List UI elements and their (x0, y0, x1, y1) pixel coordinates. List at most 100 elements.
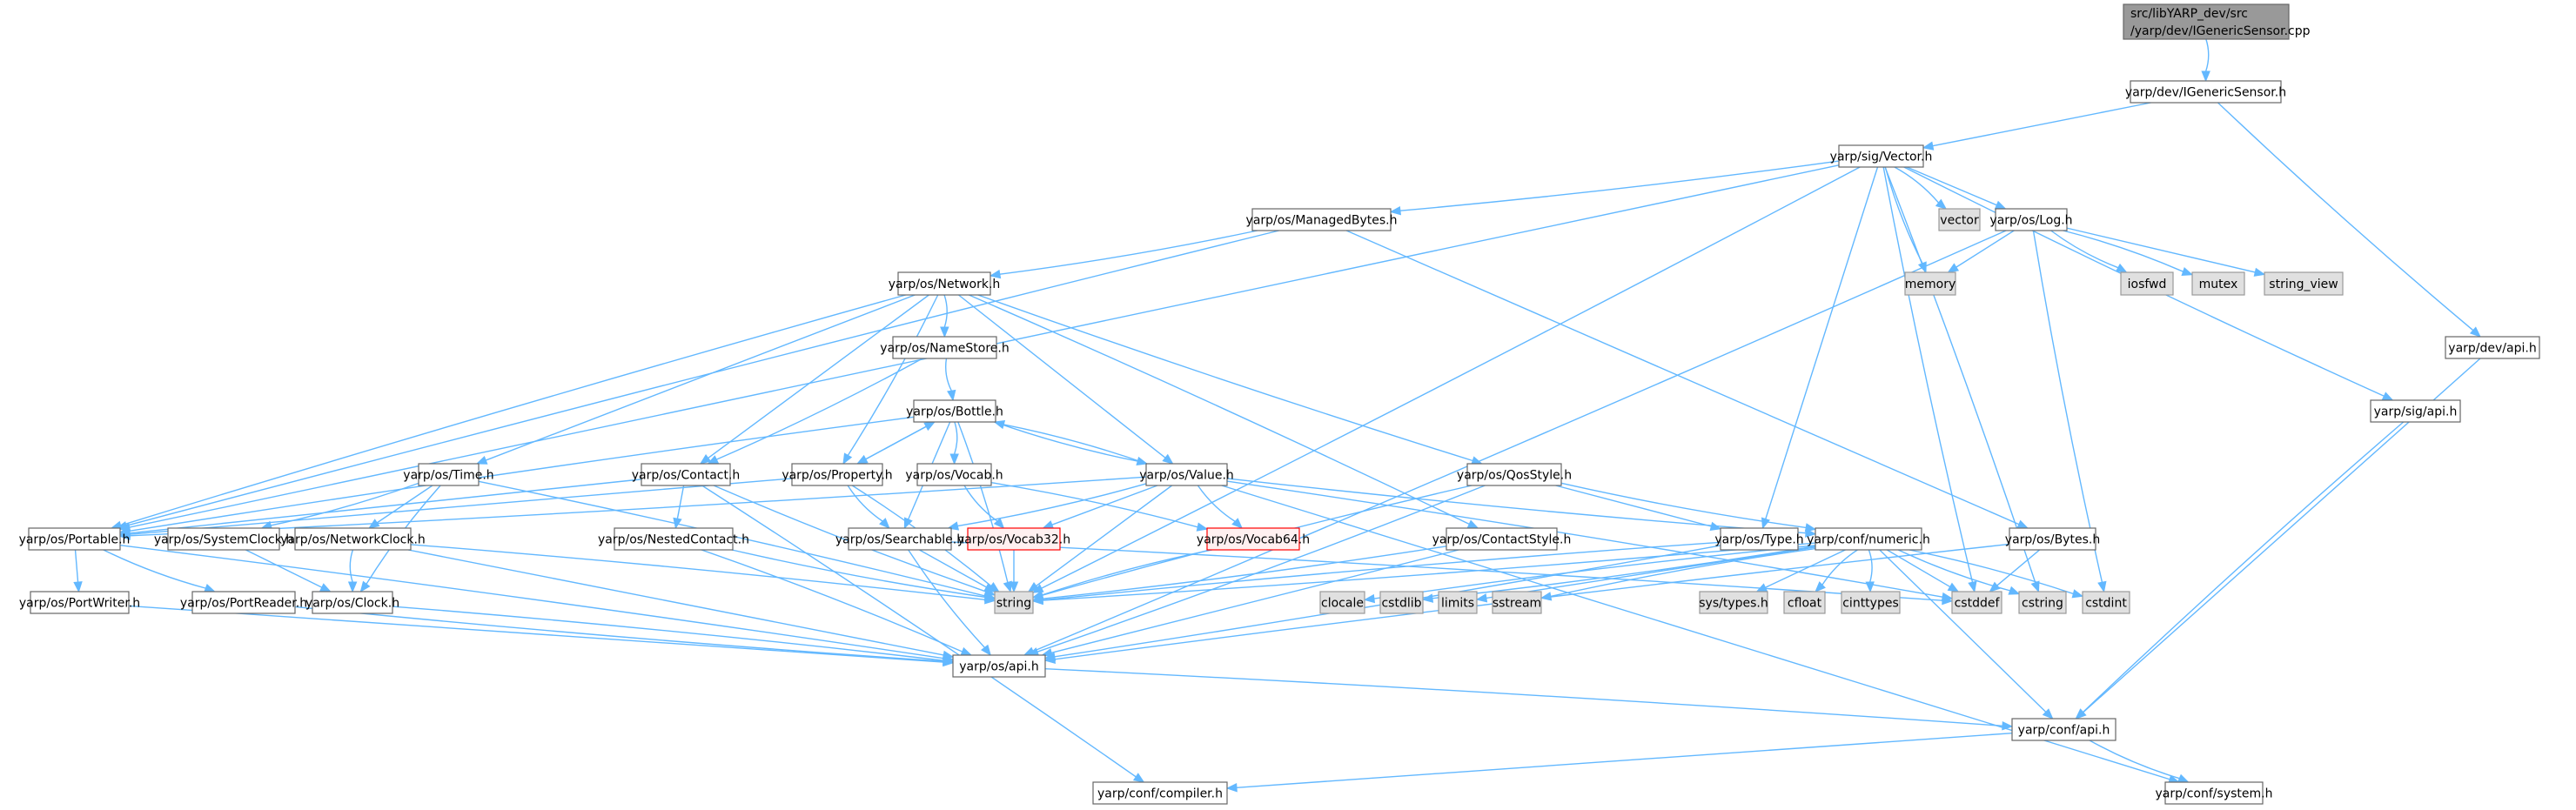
edge-line (1868, 549, 1873, 583)
node-sig-api[interactable]: yarp/sig/api.h (2370, 399, 2461, 423)
edge-line (1236, 732, 2013, 789)
edge-contact-to-portable (118, 479, 642, 538)
node-cstdint: cstdint (2082, 591, 2130, 614)
arrowhead-icon (1994, 200, 2007, 210)
node-os-api[interactable]: yarp/os/api.h (952, 654, 1046, 678)
node-box (791, 463, 883, 486)
edge-line (990, 481, 1198, 528)
node-property[interactable]: yarp/os/Property.h (782, 463, 893, 486)
node-log-h[interactable]: yarp/os/Log.h (1989, 208, 2073, 231)
node-clock[interactable]: yarp/os/Clock.h (305, 591, 399, 614)
arrowhead-icon (842, 452, 853, 465)
edge-line (1044, 667, 2003, 726)
edge-property-to-searchable (847, 485, 890, 529)
node-contact[interactable]: yarp/os/Contact.h (632, 463, 741, 486)
edge-igs-to-vector_h (1922, 102, 2151, 151)
arrowhead-icon (1804, 523, 1817, 532)
edge-value-to-string (1027, 485, 1173, 592)
node-label: yarp/os/Network.h (889, 278, 1001, 291)
node-label: yarp/os/NetworkClock.h (280, 533, 426, 547)
edge-line (1050, 549, 1459, 653)
edge-line (119, 545, 944, 659)
arrowhead-icon (2381, 392, 2394, 401)
node-vocab32[interactable]: yarp/os/Vocab32.h (957, 527, 1070, 551)
node-box (28, 527, 121, 551)
arrowhead-icon (1225, 783, 1238, 793)
node-label: yarp/os/Time.h (403, 469, 493, 483)
node-vector-h[interactable]: yarp/sig/Vector.h (1830, 144, 1933, 168)
node-box (1904, 271, 1956, 296)
node-system[interactable]: yarp/conf/system.h (2156, 781, 2273, 805)
node-searchable[interactable]: yarp/os/Searchable.h (835, 527, 964, 551)
node-box (1951, 591, 2002, 614)
node-box (1319, 591, 1365, 614)
node-contactstyle[interactable]: yarp/os/ContactStyle.h (1432, 527, 1572, 551)
node-igs[interactable]: yarp/dev/IGenericSensor.h (2125, 80, 2286, 104)
edge-line (2204, 38, 2210, 72)
arrowhead-icon (2115, 263, 2128, 273)
node-portreader[interactable]: yarp/os/PortReader.h (180, 591, 307, 614)
edge-vector_h-to-type (1761, 166, 1879, 530)
node-cfloat: cfloat (1783, 591, 1826, 614)
edge-line (128, 605, 944, 663)
edge-network-to-portable (110, 294, 906, 530)
node-label: yarp/os/QosStyle.h (1457, 469, 1572, 483)
node-value[interactable]: yarp/os/Value.h (1139, 463, 1234, 486)
node-label: yarp/os/PortWriter.h (19, 597, 140, 611)
node-box (2370, 399, 2461, 423)
edge-networkclock-to-clock (347, 549, 358, 593)
node-box (1995, 208, 2068, 231)
arrowhead-icon (2030, 580, 2040, 593)
edge-line (129, 416, 915, 532)
edge-line (271, 482, 419, 526)
edge-bottle-to-vocab (949, 421, 959, 465)
node-networkclock[interactable]: yarp/os/NetworkClock.h (280, 527, 426, 551)
edge-network-to-contact (699, 294, 929, 465)
edge-line (1226, 480, 1943, 598)
node-numeric[interactable]: yarp/conf/numeric.h (1807, 527, 1930, 551)
edge-line (129, 479, 642, 534)
node-qosstyle[interactable]: yarp/os/QosStyle.h (1457, 463, 1572, 486)
node-vocab64[interactable]: yarp/os/Vocab64.h (1197, 527, 1310, 551)
node-conf-api[interactable]: yarp/conf/api.h (2011, 718, 2116, 741)
node-vector: vector (1938, 208, 1981, 231)
node-label: yarp/os/NameStore.h (880, 342, 1009, 356)
node-time[interactable]: yarp/os/Time.h (403, 463, 494, 486)
edge-property-to-bottle (856, 421, 936, 465)
edge-line (1003, 424, 1148, 465)
node-nestedcontact[interactable]: yarp/os/NestedContact.h (598, 527, 749, 551)
edge-log_h-to-iosfwd (2050, 230, 2128, 273)
edge-numeric-to-cstdlib (1421, 546, 1816, 603)
edge-searchable-to-string (919, 549, 996, 592)
arrowhead-icon (1947, 263, 1960, 273)
node-dev-api[interactable]: yarp/dev/api.h (2445, 336, 2540, 359)
node-root: src/libYARP_dev/src/yarp/dev/IGenericSen… (2123, 3, 2311, 40)
arrowhead-icon (204, 584, 216, 592)
node-box (1815, 527, 1922, 551)
node-bytes[interactable]: yarp/os/Bytes.h (2005, 527, 2100, 551)
node-compiler[interactable]: yarp/conf/compiler.h (1092, 781, 1228, 805)
node-vocab[interactable]: yarp/os/Vocab.h (905, 463, 1003, 486)
node-type[interactable]: yarp/os/Type.h (1714, 527, 1804, 551)
arrowhead-icon (1709, 521, 1722, 531)
edge-bottle-to-value (994, 421, 1149, 466)
edge-line (856, 425, 927, 465)
node-label: yarp/os/NestedContact.h (598, 533, 749, 547)
edge-line (1042, 541, 1721, 601)
node-namestore[interactable]: yarp/os/NameStore.h (880, 336, 1010, 359)
node-portable[interactable]: yarp/os/Portable.h (19, 527, 131, 551)
node-network[interactable]: yarp/os/Network.h (889, 271, 1001, 296)
edge-line (407, 549, 944, 656)
node-portwriter[interactable]: yarp/os/PortWriter.h (19, 591, 140, 614)
arrowhead-icon (983, 592, 996, 602)
edge-line (943, 294, 948, 328)
edge-value-to-vocab64 (1197, 485, 1244, 529)
node-bottle[interactable]: yarp/os/Bottle.h (906, 399, 1003, 423)
node-string: string (994, 591, 1034, 614)
node-systypes: sys/types.h (1699, 591, 1768, 614)
node-label: yarp/conf/compiler.h (1097, 787, 1223, 801)
node-box (1938, 208, 1981, 231)
node-managedbytes[interactable]: yarp/os/ManagedBytes.h (1246, 208, 1398, 231)
node-systemclock[interactable]: yarp/os/SystemClock.h (154, 527, 293, 551)
edge-line (994, 421, 1138, 462)
